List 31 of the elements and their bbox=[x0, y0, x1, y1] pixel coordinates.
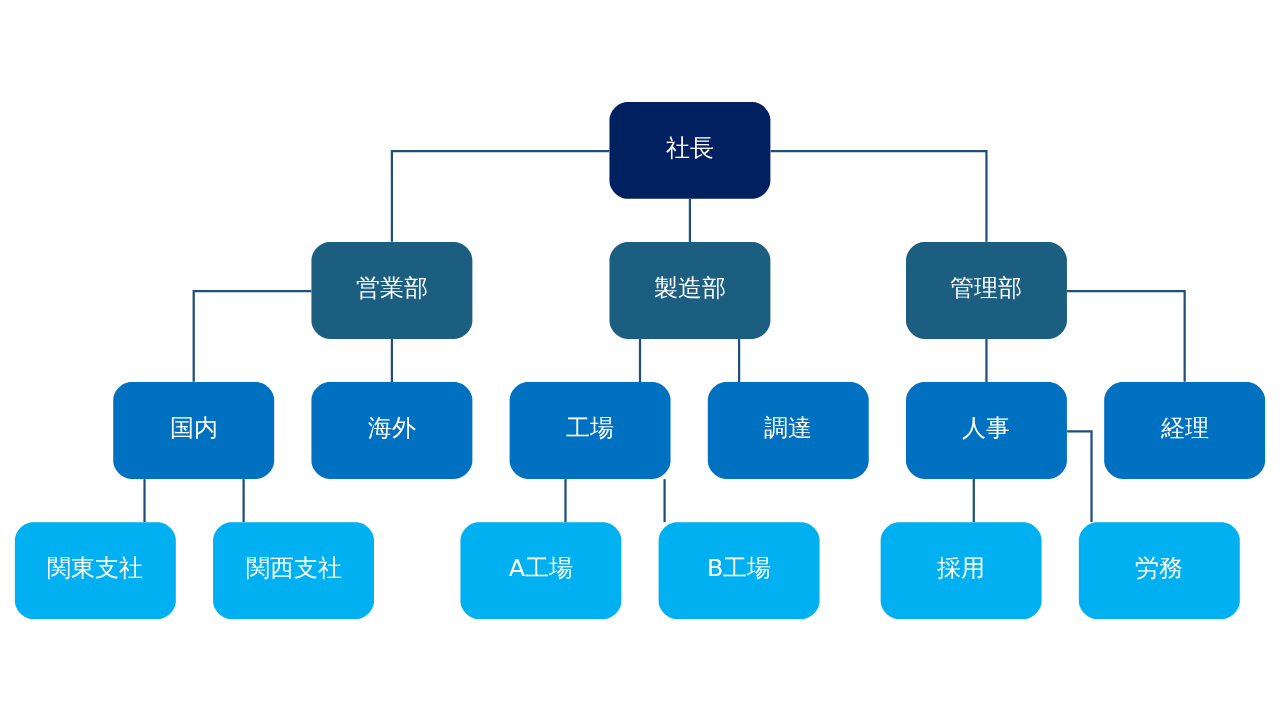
node-box: 人事 bbox=[906, 381, 1067, 479]
connector bbox=[242, 478, 245, 522]
connector bbox=[737, 338, 741, 382]
node-box: B工場 bbox=[658, 521, 820, 619]
connector bbox=[564, 478, 567, 522]
connector bbox=[192, 289, 312, 382]
node-box: 国内 bbox=[113, 381, 275, 479]
node-box: 製造部 bbox=[609, 241, 771, 339]
node-box: 労務 bbox=[1078, 521, 1240, 619]
node-box: 経理 bbox=[1104, 381, 1266, 479]
connector bbox=[770, 149, 988, 242]
node-box: 調達 bbox=[707, 381, 869, 479]
node-box: A工場 bbox=[460, 521, 622, 619]
node-box: 営業部 bbox=[311, 241, 473, 339]
node-box: 社長 bbox=[609, 101, 771, 199]
node-box: 採用 bbox=[880, 521, 1042, 619]
node-box: 関東支社 bbox=[14, 521, 176, 619]
node-box: 海外 bbox=[311, 381, 473, 479]
connector bbox=[638, 338, 642, 382]
connector bbox=[390, 149, 610, 242]
node-box: 工場 bbox=[509, 381, 671, 479]
connector bbox=[688, 198, 692, 242]
connector bbox=[143, 478, 146, 522]
connector bbox=[390, 338, 393, 382]
connector bbox=[663, 478, 666, 522]
connector bbox=[972, 478, 975, 522]
node-box: 管理部 bbox=[906, 241, 1067, 339]
connector bbox=[1067, 429, 1093, 522]
connector bbox=[1067, 289, 1186, 382]
node-box: 関西支社 bbox=[213, 521, 374, 619]
connector bbox=[985, 338, 988, 382]
